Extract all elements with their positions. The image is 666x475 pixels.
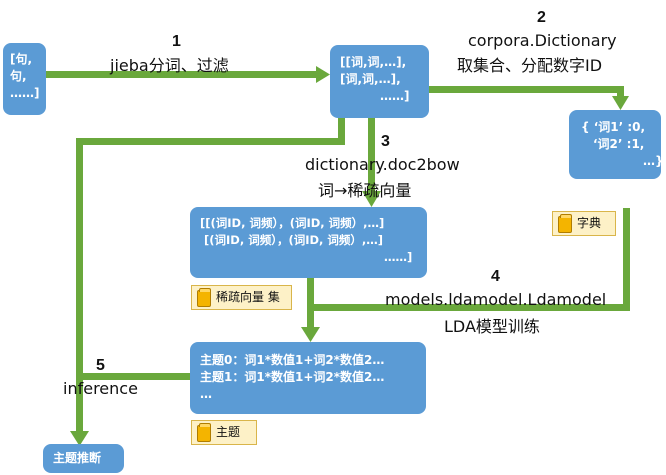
topics-note: 主题	[191, 420, 257, 445]
step-3-label-desc: 词→稀疏向量	[318, 181, 412, 200]
sparse-vector-box: [[(词ID, 词频），(词ID, 词频）,…] [(词ID, 词频），(词ID…	[190, 207, 427, 278]
scroll-icon	[558, 214, 572, 233]
scroll-icon	[197, 423, 211, 442]
step-5-number: 5	[96, 357, 105, 374]
sparse-vector-note: 稀疏向量 集	[191, 285, 292, 310]
sentence-list-box: [句, 句, ……]	[3, 43, 46, 115]
step-4-label-desc: LDA模型训练	[444, 317, 540, 336]
step-5-label: inference	[63, 379, 138, 398]
topic-inference-box: 主题推断	[43, 444, 124, 473]
step-3-label-method: dictionary.doc2bow	[305, 155, 460, 174]
scroll-icon	[197, 288, 211, 307]
tokenized-corpus-box: [[词,词,…], [词,词,…], ……]	[330, 45, 429, 118]
dictionary-box: { ‘词1’ :0, ‘词2’ :1, …}	[569, 110, 664, 179]
step-4-number: 4	[491, 268, 500, 285]
step-2-label-desc: 取集合、分配数字ID	[457, 56, 603, 75]
step-1-label: jieba分词、过滤	[110, 56, 229, 75]
dictionary-note: 字典	[552, 211, 616, 236]
step-2-label-method: corpora.Dictionary	[468, 31, 617, 50]
topics-box: 主题0：词1*数值1+词2*数值2… 主题1：词1*数值1+词2*数值2… …	[190, 342, 426, 414]
step-4-label-method: models.ldamodel.Ldamodel	[385, 290, 607, 309]
step-1-number: 1	[172, 33, 181, 50]
step-3-number: 3	[381, 133, 390, 150]
step-2-number: 2	[537, 9, 546, 26]
